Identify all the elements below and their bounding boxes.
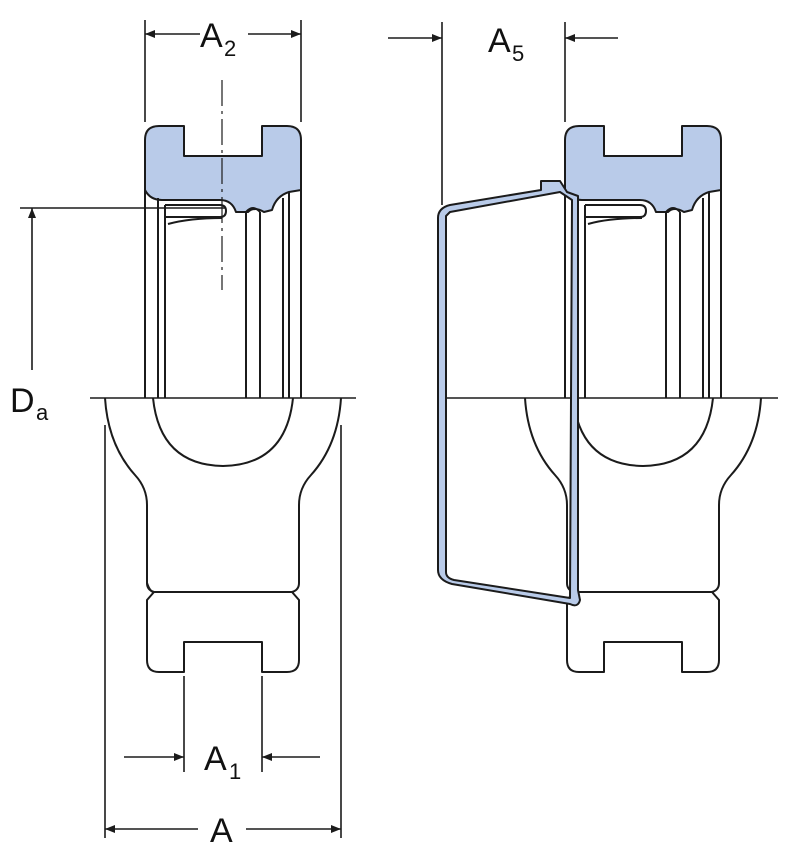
left-housing-body	[104, 397, 342, 673]
dimension-lines	[20, 20, 618, 838]
dimension-labels: A 2 A 5 D a A 1 A	[10, 17, 524, 850]
label-a5-main: A	[488, 22, 511, 60]
right-view-with-cover	[437, 125, 778, 673]
left-outer-ring	[144, 125, 302, 213]
label-a-main: A	[210, 812, 233, 850]
label-a1-main: A	[204, 740, 227, 778]
left-view-without-cover	[90, 80, 356, 673]
right-outer-ring	[564, 125, 722, 213]
label-a1-sub: 1	[229, 759, 241, 784]
right-housing-body	[524, 397, 762, 673]
label-da-main: D	[10, 382, 35, 420]
label-a2-sub: 2	[224, 36, 236, 61]
label-a2-main: A	[200, 17, 223, 55]
end-cover	[437, 180, 581, 607]
label-da-sub: a	[36, 400, 49, 425]
label-a5-sub: 5	[512, 41, 524, 66]
